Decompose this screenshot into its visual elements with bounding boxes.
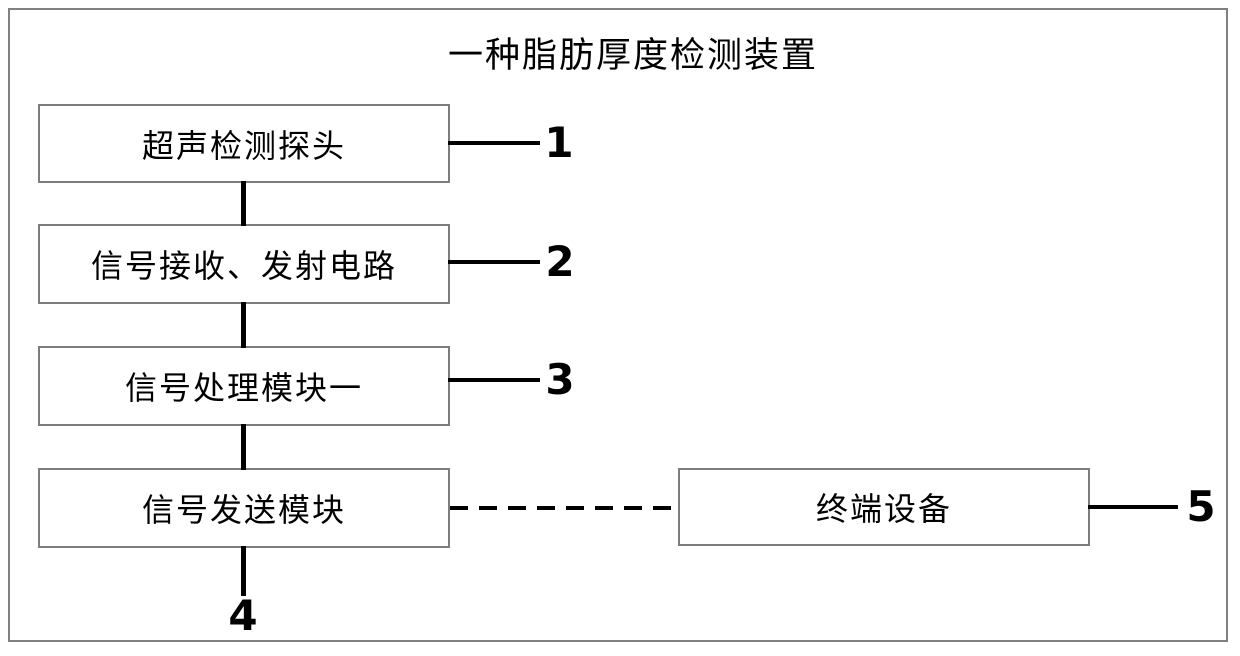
ref-number-5: 5 — [1186, 482, 1216, 531]
ref-number-3: 3 — [545, 355, 575, 404]
block-signal-send-module-label: 信号发送模块 — [141, 491, 346, 529]
block-signal-processing-module-label: 信号处理模块一 — [124, 369, 363, 407]
ref-number-2: 2 — [545, 237, 575, 286]
block-ultrasonic-probe: 超声检测探头 — [38, 104, 450, 183]
connector-send-to-ref4 — [241, 546, 246, 596]
block-terminal-device-label: 终端设备 — [815, 490, 952, 528]
figure-title: 一种脂肪厚度检测装置 — [448, 36, 819, 76]
leader-line-ref3 — [448, 378, 540, 382]
connector-circuit-to-processing — [241, 302, 246, 348]
connector-processing-to-send — [241, 424, 246, 470]
leader-line-ref2 — [448, 260, 540, 264]
block-signal-rx-tx-circuit-label: 信号接收、发射电路 — [90, 247, 397, 285]
leader-line-ref1 — [448, 141, 540, 145]
block-signal-processing-module: 信号处理模块一 — [38, 346, 450, 426]
block-signal-rx-tx-circuit: 信号接收、发射电路 — [38, 224, 450, 304]
figure-border — [8, 8, 1228, 642]
ref-number-4: 4 — [228, 591, 258, 640]
block-signal-send-module: 信号发送模块 — [38, 468, 450, 548]
connector-probe-to-circuit — [241, 181, 246, 226]
dashed-connector-send-to-terminal — [450, 506, 678, 510]
block-terminal-device: 终端设备 — [678, 468, 1090, 546]
leader-line-ref5 — [1088, 505, 1178, 509]
block-ultrasonic-probe-label: 超声检测探头 — [141, 126, 346, 165]
ref-number-1: 1 — [544, 118, 574, 167]
